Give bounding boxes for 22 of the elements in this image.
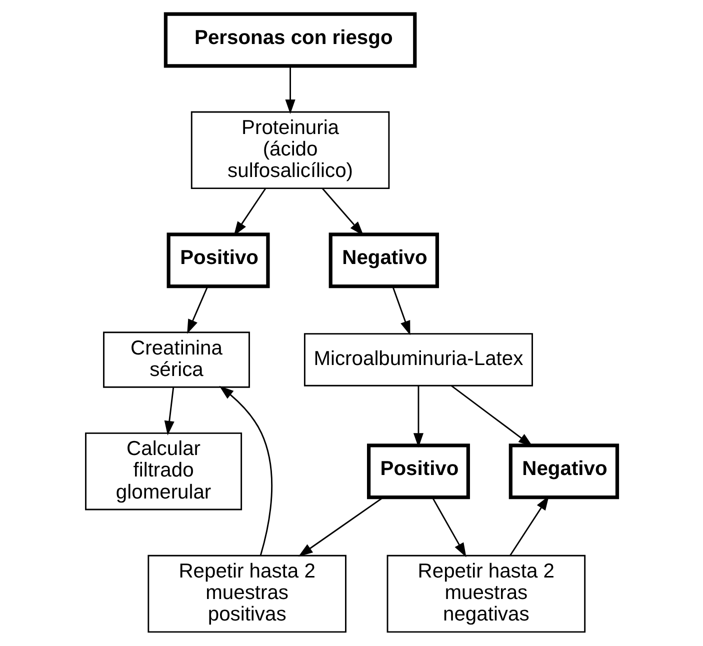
node-box: Personas con riesgo [164, 12, 417, 68]
node-box: Creatinina sérica [103, 332, 250, 388]
arrow [413, 386, 424, 448]
arrow [219, 386, 273, 556]
arrow [187, 286, 208, 334]
arrow [298, 496, 384, 557]
node-box: Repetir hasta 2 muestras negativas [386, 554, 586, 633]
arrow [234, 188, 266, 236]
arrow [164, 387, 174, 436]
node-box: Calcular filtrado glomerular [85, 432, 242, 510]
arrow [451, 385, 533, 447]
arrow [392, 286, 410, 336]
arrow [285, 66, 296, 114]
node-box: Negativo [508, 444, 620, 500]
node-box: Repetir hasta 2 muestras positivas [148, 554, 346, 633]
arrow [432, 497, 466, 558]
node-box: Proteinuria (ácido sulfosalicílico) [190, 111, 390, 190]
node-box: Positivo [166, 232, 270, 288]
node-box: Negativo [328, 232, 439, 288]
arrow [322, 188, 364, 236]
node-box: Positivo [366, 444, 470, 500]
node-box: Microalbuminuria-Latex [304, 333, 533, 386]
